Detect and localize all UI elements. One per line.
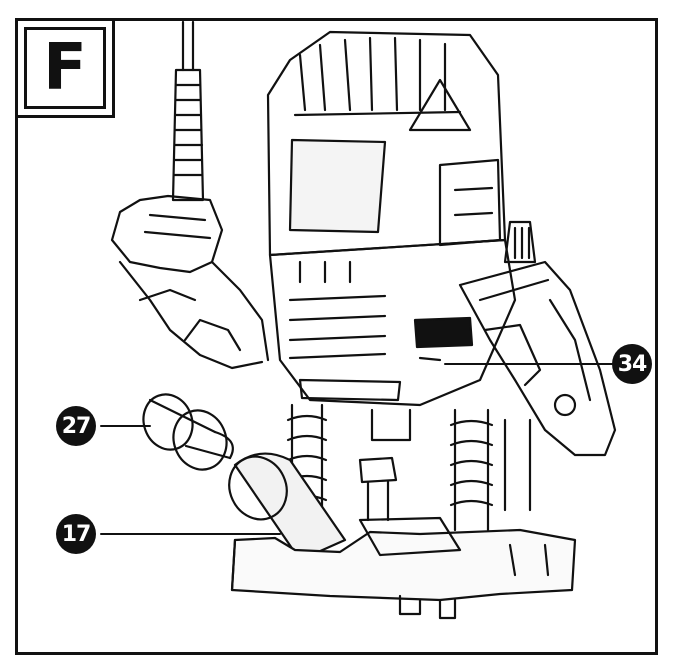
power-cord [171, 20, 205, 202]
lower-housing [268, 238, 517, 407]
right-handle [458, 220, 617, 457]
callout-label-27: 27 [61, 413, 92, 439]
figure-frame [15, 18, 658, 655]
callout-34: 34 [612, 344, 652, 384]
figure-letter: F [43, 31, 87, 105]
callout-label-34: 34 [617, 351, 648, 377]
adapter-tube [142, 393, 234, 471]
figure-badge: F [15, 18, 115, 118]
dust-adapter [228, 452, 347, 562]
callout-label-17: 17 [61, 521, 92, 547]
callout-27: 27 [56, 406, 96, 446]
left-handle [110, 194, 270, 370]
callout-17: 17 [56, 514, 96, 554]
figure-badge-inner: F [24, 27, 106, 109]
leader-lines [100, 363, 613, 535]
motor-housing [266, 30, 507, 284]
base-plate [230, 516, 577, 620]
